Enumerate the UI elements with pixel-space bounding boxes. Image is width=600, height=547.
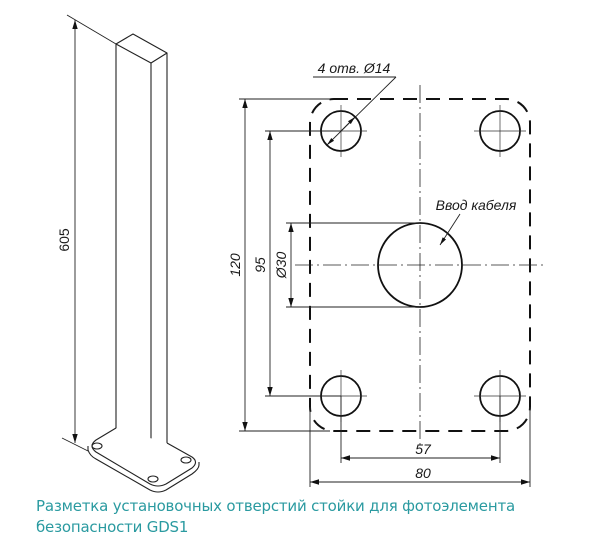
dimension-605 [61, 14, 117, 452]
post-isometric-view [87, 33, 200, 493]
holes-callout-leader [313, 76, 397, 146]
dimension-label-120: 120 [227, 253, 243, 277]
horizontal-dimensions [309, 396, 531, 487]
figure-caption: Разметка установочных отверстий стойки д… [36, 496, 576, 538]
holes-callout-label: 4 отв. Ø14 [318, 60, 391, 76]
dimension-label-80: 80 [415, 465, 431, 481]
cable-entry-label: Ввод кабеля [436, 197, 517, 213]
center-lines [295, 85, 545, 445]
caption-line-2: безопасности GDS1 [36, 518, 189, 536]
vertical-dimensions [239, 98, 420, 432]
cable-entry-leader [439, 213, 461, 246]
hole-crosshairs [315, 105, 526, 422]
dimension-label-95: 95 [252, 257, 268, 273]
dimension-label-diameter-30: Ø30 [273, 252, 289, 280]
dimension-label-57: 57 [415, 441, 432, 457]
caption-line-1: Разметка установочных отверстий стойки д… [36, 497, 515, 515]
mounting-holes [320, 110, 521, 417]
dimension-label-605: 605 [56, 228, 72, 252]
mounting-plate-outline [309, 98, 531, 432]
